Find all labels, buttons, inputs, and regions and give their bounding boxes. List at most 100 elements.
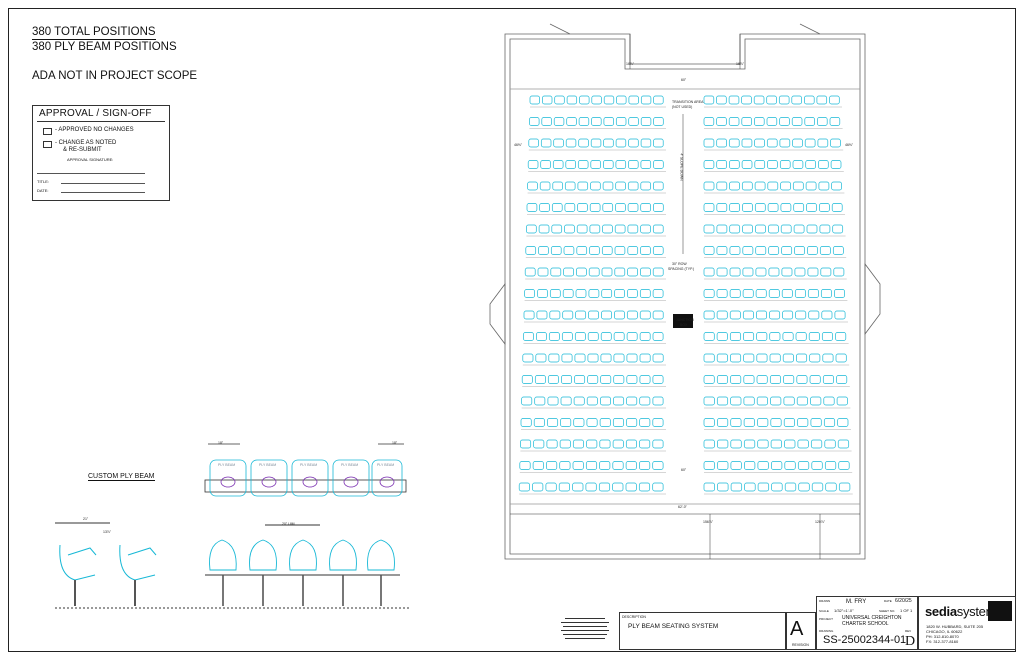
legal-notice (555, 612, 615, 650)
seat (565, 138, 577, 148)
seat (756, 396, 768, 406)
project-name-2: CHARTER SCHOOL (842, 621, 889, 627)
date-line[interactable] (61, 192, 145, 193)
seat (625, 461, 637, 470)
seat (703, 203, 715, 212)
seat (589, 224, 601, 234)
seat (824, 439, 836, 449)
seat (778, 95, 790, 105)
seat (804, 117, 815, 126)
seat (769, 353, 781, 363)
seat (652, 353, 664, 363)
seat (782, 332, 794, 341)
seat (553, 117, 565, 126)
seat (577, 203, 588, 212)
seat (603, 117, 614, 126)
seat (755, 246, 767, 255)
seat (613, 353, 625, 363)
sheet-value: 1 OF 1 (900, 608, 913, 613)
seat (578, 117, 590, 126)
dim-18b: 18" (392, 441, 398, 445)
seat (590, 138, 602, 148)
seat (807, 246, 818, 255)
seat (566, 117, 577, 126)
seat (652, 396, 664, 406)
seat (533, 418, 545, 427)
seat (653, 203, 664, 212)
seat (767, 160, 778, 169)
seat (822, 353, 834, 363)
seat (590, 181, 601, 191)
seat (627, 224, 639, 234)
title-line[interactable] (61, 183, 145, 184)
seat (542, 95, 553, 105)
seat (625, 482, 637, 492)
seat (614, 224, 626, 234)
seat (536, 310, 548, 320)
seat (831, 203, 843, 212)
seat (588, 289, 600, 298)
seat (832, 246, 844, 255)
seat (770, 439, 782, 449)
date-label-tb: DATE (884, 599, 892, 603)
seat (559, 461, 571, 470)
seat (838, 461, 850, 470)
change-checkbox[interactable] (43, 141, 52, 148)
signature-line[interactable] (37, 173, 145, 174)
seat (741, 181, 753, 191)
seat (784, 461, 796, 470)
seat (728, 95, 740, 105)
seat (780, 181, 791, 191)
seat (652, 332, 664, 341)
seat (703, 246, 715, 255)
seat (639, 289, 651, 298)
seat (587, 353, 599, 363)
seat (614, 310, 625, 320)
seat-label-2: PLY BEAM (259, 463, 277, 467)
seat (640, 160, 652, 169)
seat (703, 181, 715, 191)
seat (729, 310, 741, 320)
seat (730, 439, 742, 449)
seat (703, 267, 715, 277)
seat (627, 203, 639, 212)
transition-1: TRANSITION AREA (672, 100, 704, 104)
seat (653, 95, 664, 105)
junction-2: BOX (680, 323, 688, 327)
address-2: CHICAGO, IL 60622 (926, 629, 963, 634)
seat (639, 418, 651, 427)
seat (729, 267, 741, 277)
seat (818, 160, 829, 169)
seat (703, 95, 715, 105)
seat (717, 418, 729, 427)
seat (767, 203, 779, 212)
seat (771, 482, 783, 492)
seat (586, 439, 598, 449)
dim-side-a: 46⅝" (514, 143, 523, 147)
seat (562, 289, 574, 298)
seat (572, 482, 584, 492)
seat (572, 439, 584, 449)
seat (830, 160, 842, 169)
seat (831, 181, 842, 191)
seat (565, 160, 576, 169)
approval-divider (37, 121, 165, 122)
seat (754, 117, 765, 126)
seat (835, 332, 847, 341)
dim-width: 62'-0" (678, 505, 687, 509)
seat (825, 482, 837, 492)
seat (817, 138, 829, 148)
seat (782, 353, 794, 363)
dim-18a: 18" (218, 441, 224, 445)
seat (527, 181, 538, 191)
aisle-bottom-dim: 60" (681, 468, 687, 472)
total-positions: 380 TOTAL POSITIONS (32, 26, 156, 40)
seat (754, 181, 766, 191)
approved-checkbox[interactable] (43, 128, 52, 135)
drawn-by: M. FRY (846, 599, 867, 605)
seat (729, 160, 740, 169)
seat (810, 439, 823, 449)
seat (793, 224, 805, 234)
seat (755, 289, 767, 298)
seat (716, 375, 728, 384)
